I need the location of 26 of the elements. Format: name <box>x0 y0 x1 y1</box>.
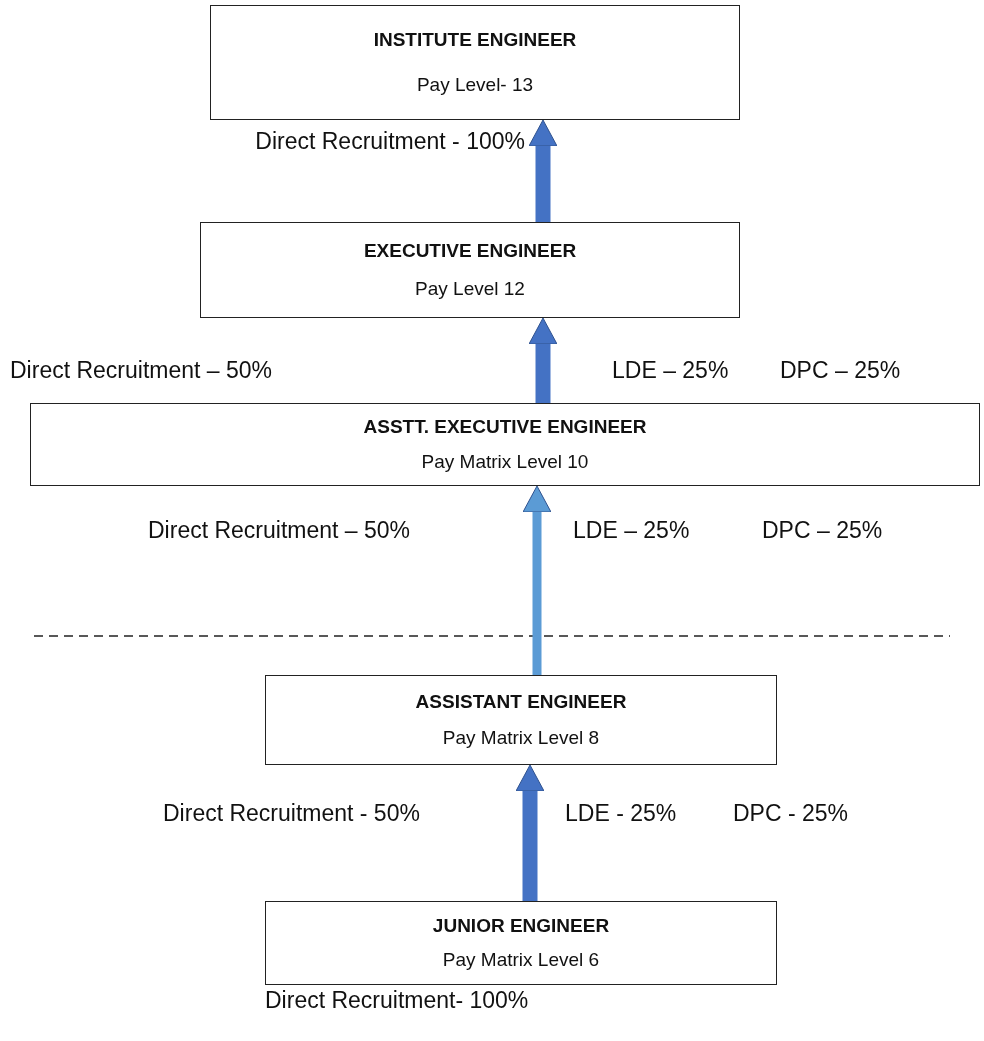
pay-level: Pay Matrix Level 6 <box>442 949 600 972</box>
position-box <box>265 901 777 985</box>
recruitment-share: LDE - 25% <box>565 800 677 827</box>
pay-level: Pay Level 12 <box>415 278 525 301</box>
position-title: EXECUTIVE ENGINEER <box>363 239 577 262</box>
position-box <box>265 675 777 765</box>
position-title: INSTITUTE ENGINEER <box>373 29 577 51</box>
recruitment-share: Direct Recruitment – 50% <box>148 517 411 544</box>
position-title: ASSTT. EXECUTIVE ENGINEER <box>363 416 647 439</box>
recruitment-share: LDE – 25% <box>612 357 729 384</box>
position-title: JUNIOR ENGINEER <box>432 914 610 937</box>
recruitment-share: LDE – 25% <box>573 517 690 544</box>
pay-level: Pay Matrix Level 10 <box>421 450 589 473</box>
pay-level: Pay Matrix Level 8 <box>442 727 600 750</box>
pay-level: Pay Level- 13 <box>416 74 534 96</box>
recruitment-share: Direct Recruitment – 50% <box>10 357 273 384</box>
recruitment-share: DPC – 25% <box>762 517 883 544</box>
position-title: ASSISTANT ENGINEER <box>415 690 627 713</box>
recruitment-share: DPC – 25% <box>780 357 901 384</box>
recruitment-share: DPC - 25% <box>733 800 849 827</box>
position-box <box>210 5 740 120</box>
position-box <box>200 222 740 318</box>
recruitment-note: Direct Recruitment - 100% <box>255 128 525 155</box>
recruitment-note: Direct Recruitment- 100% <box>265 987 529 1014</box>
position-box <box>30 403 980 486</box>
recruitment-share: Direct Recruitment - 50% <box>163 800 420 827</box>
